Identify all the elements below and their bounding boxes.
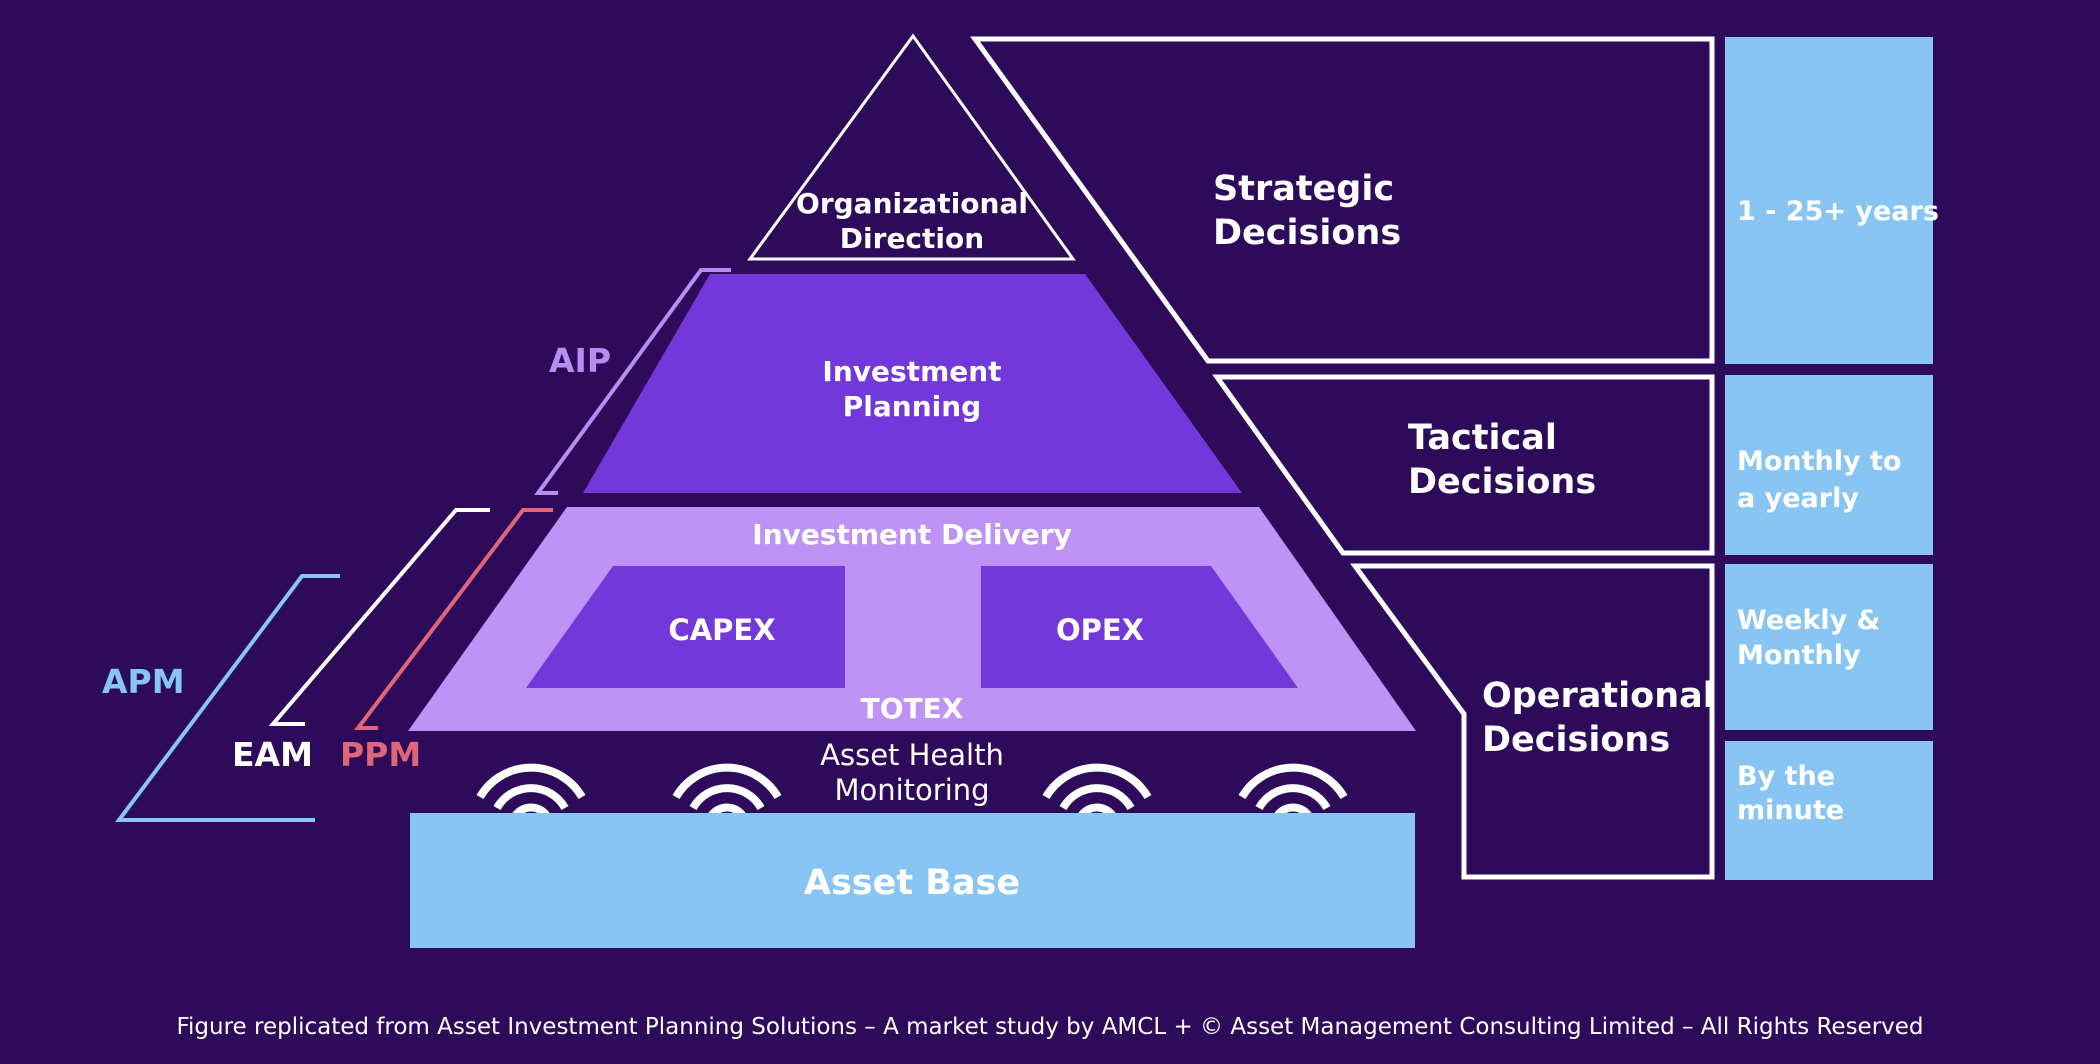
operational-decisions-line1: Operational [1482,676,1715,716]
capex-label: CAPEX [668,613,775,647]
timeframe-minute-line1: By the [1737,761,1835,792]
asset-base-label: Asset Base [804,863,1020,903]
footer-credit: Figure replicated from Asset Investment … [176,1014,1923,1040]
opex-block [981,566,1298,688]
totex-label: TOTEX [861,692,964,725]
opex-label: OPEX [1056,613,1144,647]
organizational-direction-line1: Organizational [796,187,1028,220]
timeframe-weekly-box [1725,564,1933,730]
asset-health-line1: Asset Health [820,738,1004,772]
strategic-decisions-panel [970,36,1715,364]
timeframe-strategic-box [1725,37,1933,364]
tactical-decisions-line1: Tactical [1408,418,1557,458]
timeframe-weekly-line1: Weekly & [1737,605,1880,636]
timeframe-tactical-line2: a yearly [1737,483,1859,514]
timeframe-minute-line2: minute [1737,795,1844,826]
asset-health-line2: Monitoring [834,773,989,807]
timeframe-tactical-box [1725,375,1933,555]
tactical-decisions-panel [1212,374,1715,556]
aip-bracket [534,268,731,495]
organizational-direction-line2: Direction [840,222,984,255]
ppm-bracket [353,508,553,730]
aip-label: AIP [549,341,611,380]
strategic-decisions-line2: Decisions [1213,213,1401,253]
investment-delivery-title: Investment Delivery [752,518,1072,551]
timeframe-weekly-line2: Monthly [1737,640,1861,671]
asset-base-block [410,813,1415,948]
ppm-label: PPM [340,735,421,774]
operational-decisions-line2: Decisions [1482,720,1670,760]
investment-planning-layer [583,274,1242,493]
eam-bracket [268,508,490,726]
investment-planning-line2: Planning [843,390,981,423]
operational-decisions-panel [1350,563,1715,880]
apm-bracket [115,574,340,822]
eam-label: EAM [232,735,313,774]
organizational-direction-triangle [747,33,1076,261]
timeframe-minute-box [1725,741,1933,880]
apm-label: APM [102,662,185,701]
capex-block [526,566,845,688]
timeframe-strategic-text: 1 - 25+ years [1737,196,1939,227]
strategic-decisions-line1: Strategic [1213,169,1394,209]
tactical-decisions-line2: Decisions [1408,462,1596,502]
timeframe-tactical-line1: Monthly to [1737,446,1901,477]
investment-planning-line1: Investment [822,355,1001,388]
